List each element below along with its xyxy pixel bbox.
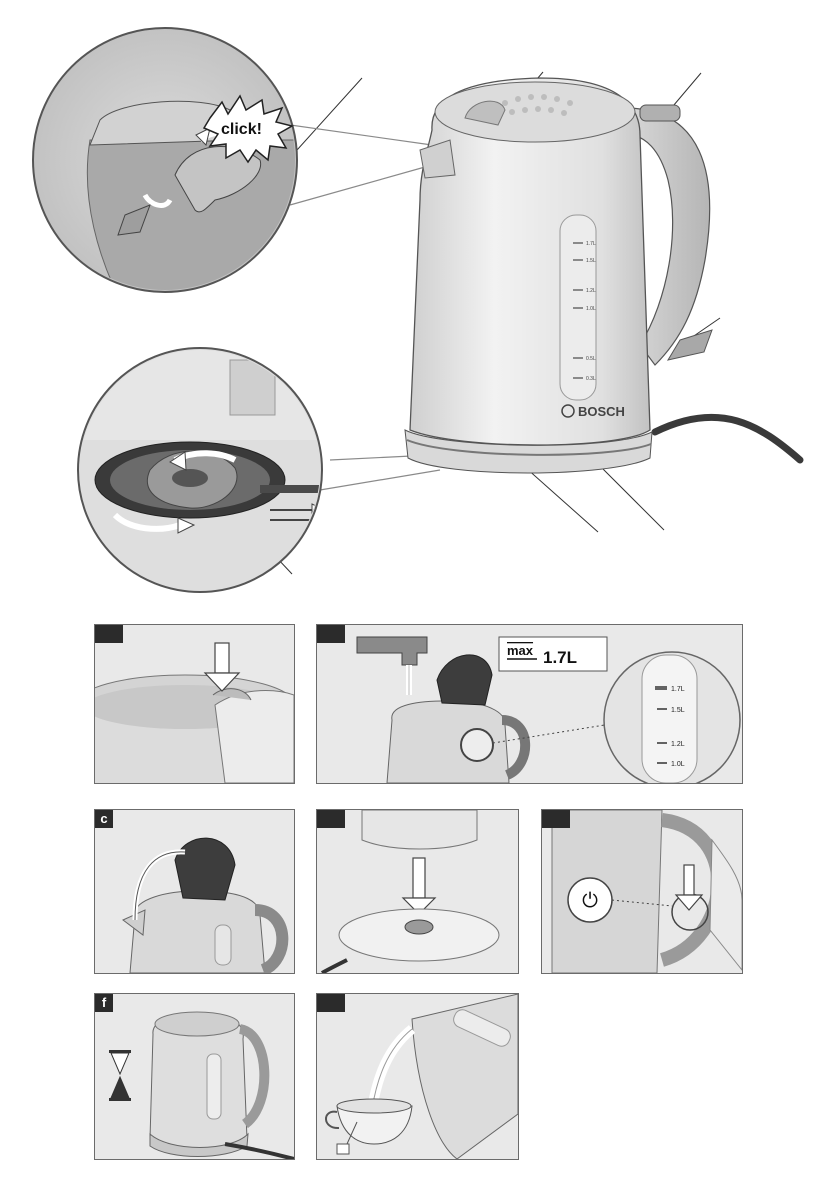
brand-name: BOSCH: [578, 404, 625, 419]
step-label-d: [317, 810, 345, 828]
overview-scale-1-7: 1.7L: [586, 241, 596, 247]
step-label-e: [542, 810, 570, 828]
click-burst-icon: [202, 94, 294, 164]
press-down-arrow-icon: [203, 642, 241, 692]
kettle-spout: [419, 139, 456, 179]
water-tap-icon: [356, 636, 428, 666]
zoom-scale-1-2: 1.2L: [671, 741, 685, 748]
step-label-g: [317, 994, 345, 1012]
kettle-base: [404, 429, 653, 474]
overview-scale-1-0: 1.0L: [586, 306, 596, 312]
kettle-handle: [627, 107, 711, 366]
click-callout-text: click!: [221, 121, 262, 138]
step-panel-g: [316, 993, 519, 1160]
max-word: max: [507, 643, 534, 658]
step-panel-b: max 1.7L 1.7L 1.5L 1.2L 1.0L: [316, 624, 743, 784]
step-label-a: [95, 625, 123, 643]
lid-vent-dots: [502, 94, 573, 116]
max-value: 1.7L: [543, 648, 577, 667]
step-panel-c: c: [94, 809, 295, 974]
tea-cup-icon: [325, 1098, 413, 1155]
kettle-overview-illustration: 1.7L 1.5L 1.2L 1.0L 0.5L 0.3L BOSCH: [32, 27, 804, 593]
switch-press-arrow-icon: [674, 864, 704, 911]
kettle-lid: [434, 81, 636, 143]
overview-scale-0-5: 0.5L: [586, 356, 596, 362]
overview-scale-1-2: 1.2L: [586, 288, 596, 294]
base-detail-magnifier: [77, 347, 323, 593]
hourglass-icon: [109, 1050, 131, 1101]
overview-scale-0-3: 0.3L: [586, 376, 596, 382]
lid-button: [639, 104, 681, 122]
max-capacity-box: [498, 636, 608, 672]
step-panel-f: f: [94, 993, 295, 1160]
step-panel-e: ⏻: [541, 809, 743, 974]
power-switch-symbol: ⏻: [582, 888, 598, 912]
zoom-scale-1-0: 1.0L: [671, 761, 685, 768]
place-down-arrow-icon: [401, 857, 437, 915]
step-panel-d: [316, 809, 519, 974]
zoom-scale-1-5: 1.5L: [671, 707, 685, 714]
step-panel-a: [94, 624, 295, 784]
brand-logo-icon: [561, 404, 575, 418]
overview-scale-1-5: 1.5L: [586, 258, 596, 264]
step-label-b: [317, 625, 345, 643]
step-label-f: f: [95, 994, 113, 1012]
step-label-c: c: [95, 810, 113, 828]
zoom-scale-1-7: 1.7L: [671, 686, 685, 693]
power-cord: [651, 413, 804, 464]
pouring-water: [367, 1025, 416, 1110]
kettle-base-plate: [338, 908, 500, 962]
lid-hinge-detail-magnifier: click!: [32, 27, 298, 293]
